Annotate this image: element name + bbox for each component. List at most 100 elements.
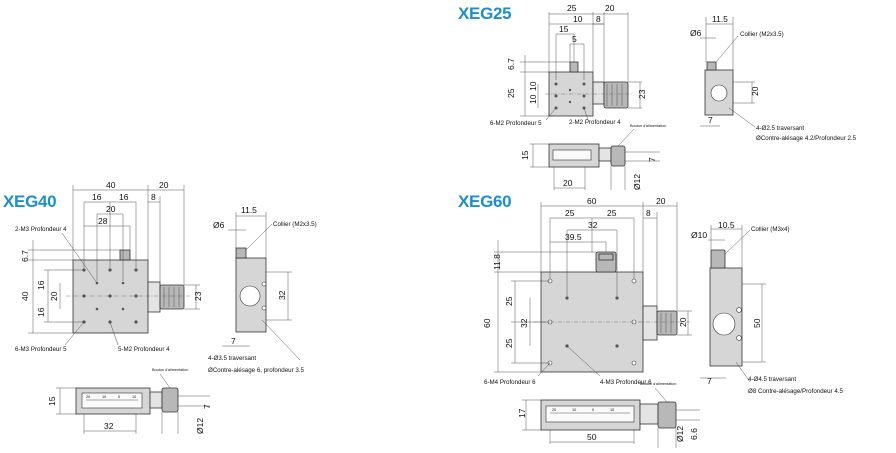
xeg40-dim-v23: 23 [193, 291, 203, 301]
xeg40-knob [159, 284, 185, 310]
xeg60-dim-32: 32 [588, 220, 598, 230]
xeg60-dim-39-5: 39.5 [565, 232, 582, 242]
xeg40-front-feed: Bouton d'alimentation [152, 368, 188, 372]
xeg40-clamp [119, 249, 131, 261]
xeg25-side-cbore: ØContre-alésage 4.2/Profondeur 2.5 [756, 135, 857, 142]
xeg40-dim-v16a: 16 [36, 280, 46, 290]
xeg60-front-d12: Ø12 [675, 426, 685, 442]
xeg25-front-20: 20 [563, 178, 573, 188]
svg-text:0: 0 [118, 395, 120, 399]
xeg40-side-thru: 4-Ø3.5 traversant [208, 355, 256, 362]
xeg60-side-view: 10.5 Ø10 Collier (M3x4) 50 7 4-Ø4.5 trav… [691, 220, 843, 395]
xeg40-dim-40: 40 [106, 180, 116, 190]
xeg60-note-m4a: 6-M4 Profondeur 6 [484, 379, 536, 386]
xeg60-dim-25b: 25 [607, 208, 617, 218]
xeg60-front-50: 50 [587, 432, 597, 442]
xeg25-front-d12: Ø12 [632, 174, 642, 190]
xeg60-dim-8: 8 [646, 208, 651, 218]
xeg60-dim-v25a: 25 [504, 296, 514, 306]
xeg60-side-cbore: Ø8 Contre-alésage/Profondeur 4.5 [748, 388, 843, 395]
title-xeg60: XEG60 [458, 192, 512, 211]
xeg40-dim-20b: 20 [106, 204, 116, 214]
xeg40-top-view: 40 20 16 16 8 20 28 6.7 40 16 16 20 23 2… [15, 180, 203, 353]
xeg40-feed-housing [147, 281, 161, 313]
xeg25-top-view: 25 20 10 8 15 5 6.7 25 10 10 23 6-M2 Pro… [490, 3, 647, 127]
xeg40-note-m2: 5-M2 Profondeur 4 [118, 346, 170, 353]
xeg60-dim-60: 60 [587, 196, 597, 206]
xeg40-side-32: 32 [277, 290, 287, 300]
xeg40-side-cbore: ØContre-alésage 6, profondeur 3.5 [208, 367, 305, 374]
xeg60-top-view: 60 20 25 25 8 32 39.5 11.8 60 25 25 32 2… [482, 196, 692, 386]
xeg25-feed-housing [592, 81, 605, 105]
xeg60-front-feed: Bouton d'alimentation [640, 382, 676, 386]
xeg60-feed-housing [642, 305, 658, 341]
xeg60-side-50: 50 [752, 318, 762, 328]
xeg40-dim-16a: 16 [92, 192, 102, 202]
xeg60-side-7: 7 [707, 376, 712, 386]
xeg40-note-m4: 2-M3 Profondeur 4 [15, 226, 67, 233]
xeg60-dim-20: 20 [656, 196, 666, 206]
xeg25-note-m2a: 6-M2 Profondeur 5 [490, 120, 542, 127]
xeg40-front-7: 7 [202, 404, 212, 409]
xeg25-dim-8: 8 [596, 14, 601, 24]
xeg25-side-thru: 4-Ø2.5 traversant [756, 125, 804, 132]
xeg40-side-collar: Collier (M2x3.5) [273, 221, 317, 228]
xeg60-dim-v25b: 25 [504, 338, 514, 348]
xeg40-side-view: 11.5 Ø6 Collier (M2x3.5) 32 7 4-Ø3.5 tra… [208, 205, 317, 374]
svg-text:20: 20 [86, 395, 90, 399]
xeg25-dim-v10a: 10 [528, 81, 538, 91]
xeg25-side-20: 20 [750, 86, 760, 96]
xeg60-note-m4b: 4-M3 Profondeur 6 [600, 379, 652, 386]
svg-text:10: 10 [610, 408, 614, 412]
xeg25-dim-v25: 25 [506, 88, 516, 98]
title-xeg25: XEG25 [458, 4, 512, 23]
xeg40-dim-v16b: 16 [36, 307, 46, 317]
xeg25-dim-v23: 23 [637, 89, 647, 99]
xeg40-front-d12: Ø12 [195, 418, 205, 434]
xeg40-front-15: 15 [47, 396, 57, 406]
xeg25-side-11-5: 11.5 [712, 14, 728, 24]
xeg25-dim-10: 10 [573, 14, 583, 24]
svg-text:20: 20 [552, 408, 556, 412]
xeg25-front-feed: Bouton d'alimentation [630, 124, 666, 128]
xeg60-side-collar: Collier (M3x4) [751, 226, 790, 233]
xeg25-dim-15: 15 [559, 24, 569, 34]
xeg25-dim-5: 5 [572, 34, 577, 44]
xeg25-dim-6-7: 6.7 [506, 58, 516, 70]
xeg60-knob [656, 310, 678, 336]
xeg40-dim-20: 20 [159, 180, 169, 190]
xeg40-side-d6: Ø6 [213, 220, 225, 230]
xeg40-dim-v20: 20 [49, 291, 59, 301]
xeg25-side-d6: Ø6 [690, 28, 702, 38]
xeg60-front-6-6: 6.6 [689, 428, 699, 440]
xeg25-clamp [569, 61, 579, 73]
xeg25-front-view: Bouton d'alimentation 15 7 20 Ø12 [520, 124, 666, 190]
xeg60-dim-v60: 60 [482, 318, 492, 328]
xeg25-dim-20: 20 [605, 3, 615, 13]
xeg60-side-d10: Ø10 [691, 230, 707, 240]
xeg25-side-7: 7 [708, 115, 713, 125]
svg-text:10: 10 [572, 408, 576, 412]
xeg25-note-m2b: 2-M2 Profondeur 4 [569, 119, 621, 126]
xeg60-dim-v32: 32 [519, 318, 529, 328]
xeg40-dim-16b: 16 [119, 192, 129, 202]
xeg60-dim-25a: 25 [565, 208, 575, 218]
xeg40-dim-8: 8 [151, 192, 156, 202]
xeg60-dim-v20: 20 [678, 317, 688, 327]
xeg60-front-17: 17 [517, 408, 527, 418]
xeg40-note-m3a: 6-M3 Profondeur 5 [15, 346, 67, 353]
xeg40-front-32: 32 [104, 421, 114, 431]
svg-text:0: 0 [592, 408, 594, 412]
svg-text:10: 10 [132, 395, 136, 399]
xeg25-front-15: 15 [520, 150, 530, 160]
xeg25-dim-v10b: 10 [528, 94, 538, 104]
xeg25-front-7: 7 [647, 157, 657, 162]
xeg40-side-11-5: 11.5 [241, 205, 257, 215]
xeg25-side-collar: Collier (M2x3.5) [740, 31, 784, 38]
xeg25-knob [603, 81, 629, 109]
xeg40-side-7: 7 [231, 336, 236, 346]
title-xeg40: XEG40 [3, 192, 57, 211]
